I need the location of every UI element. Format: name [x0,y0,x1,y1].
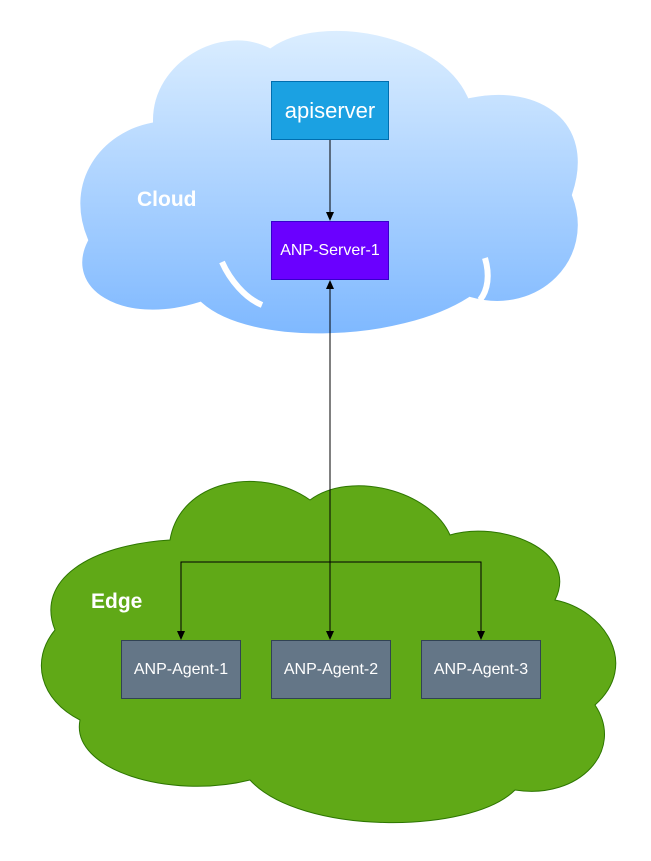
arrowhead-icon [477,631,485,640]
cloud-zone-label: Cloud [137,188,197,211]
anp-agent-node[interactable]: ANP-Agent-2 [271,640,391,699]
arrowhead-icon [326,631,334,640]
arrowhead-icon [326,212,334,221]
arrowheads [177,212,485,640]
edge-server-to-agent-3 [330,561,482,633]
edge-zone-label: Edge [91,590,143,613]
arrowhead-icon [177,631,185,640]
apiserver-node[interactable]: apiserver [271,81,389,140]
anp-agent-node[interactable]: ANP-Agent-3 [421,640,541,699]
edge-server-to-agent-1 [180,561,330,633]
cloud-shape [74,24,584,340]
arrowhead-icon [326,280,334,289]
anp-server-node[interactable]: ANP-Server-1 [271,221,389,280]
anp-agent-node[interactable]: ANP-Agent-1 [121,640,241,699]
connectors [180,140,482,633]
